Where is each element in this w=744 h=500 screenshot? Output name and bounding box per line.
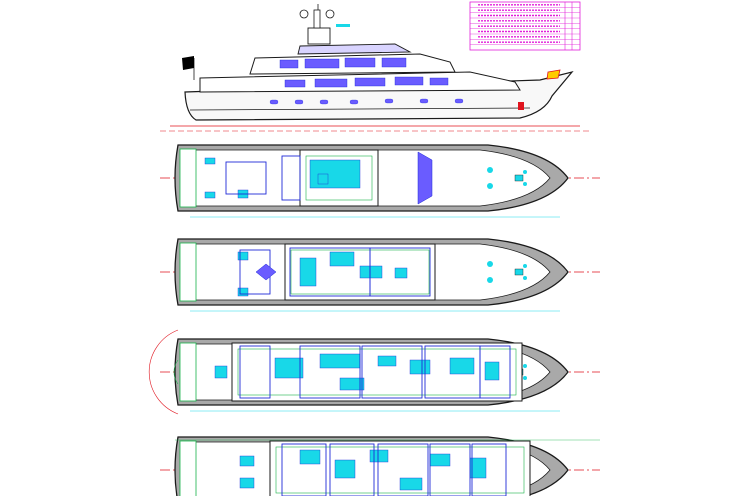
swim-platform-arc (148, 329, 179, 415)
main-deck-plan (148, 329, 600, 415)
flybridge-deck-plan (160, 144, 600, 218)
lower-deck-plan (160, 436, 600, 500)
upper-deck-plan (160, 238, 600, 312)
profile-view (160, 4, 590, 132)
title-block (469, 1, 581, 51)
